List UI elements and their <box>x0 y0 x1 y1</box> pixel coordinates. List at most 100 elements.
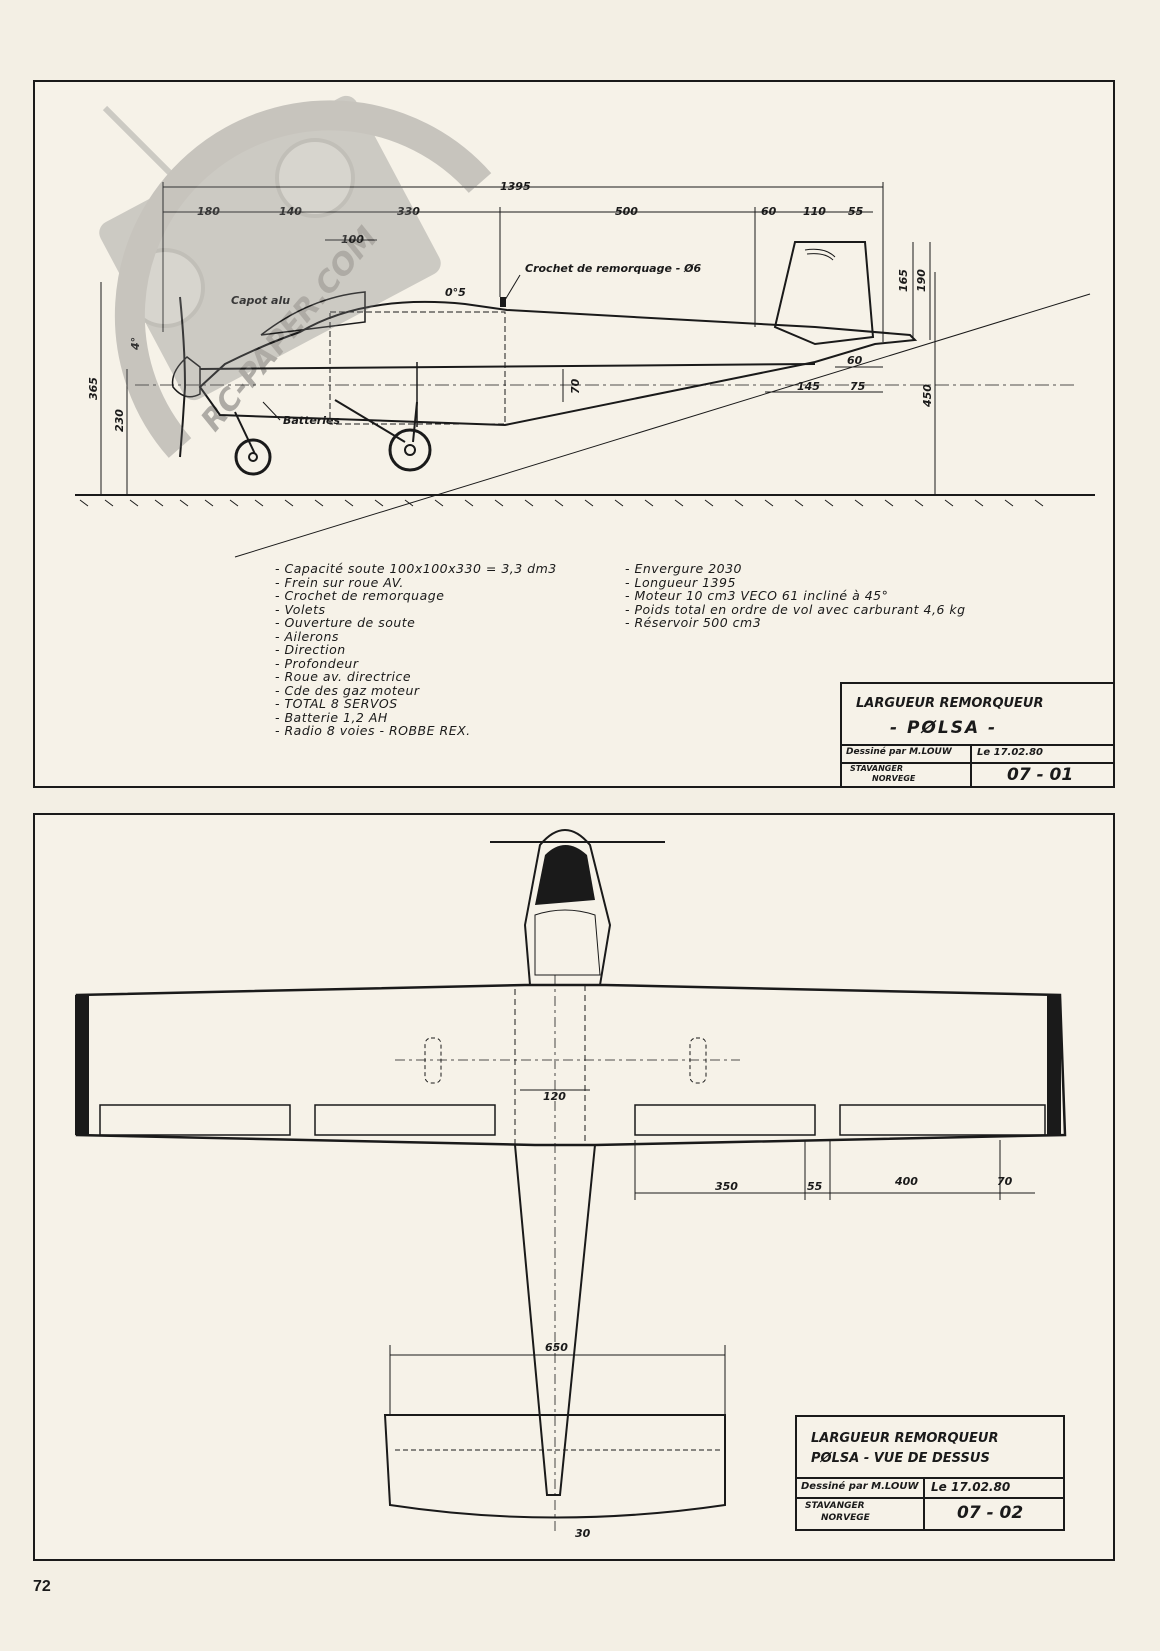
spinner <box>171 356 201 398</box>
dim-190: 190 <box>915 269 928 292</box>
note-item: Direction <box>275 643 557 657</box>
watermark-logo: RC-PAPER.COM <box>99 95 492 458</box>
fuselage-outline <box>198 300 918 427</box>
wingtip-right <box>1047 995 1061 1135</box>
title-line1: LARGUEUR REMORQUEUR <box>856 696 1044 711</box>
batteries-leader <box>262 401 281 421</box>
note-item: Batterie 1,2 AH <box>275 710 557 725</box>
dim-120: 120 <box>543 1090 566 1103</box>
wheel-outline-left <box>424 1037 442 1084</box>
aileron-right <box>839 1104 1046 1136</box>
location-line2: NORVEGE <box>872 774 916 783</box>
dim-70: 70 <box>569 378 582 394</box>
dim-230: 230 <box>113 409 126 432</box>
notes-left: Capacité soute 100x100x330 = 3,3 dm3 Fre… <box>275 562 557 738</box>
location-line1: STAVANGER <box>850 764 903 773</box>
note-item: Cde des gaz moteur <box>275 683 557 698</box>
drawn-by: Dessiné par M.LOUW <box>801 1481 919 1492</box>
dim-75: 75 <box>850 380 866 393</box>
dim-60-top: 60 <box>761 205 777 218</box>
fin-detail <box>804 248 836 261</box>
dim-165: 165 <box>897 269 910 292</box>
note-item: Réservoir 500 cm3 <box>625 616 966 630</box>
dim-60-tail: 60 <box>847 354 863 367</box>
dim-30: 30 <box>575 1527 591 1540</box>
flap-right <box>634 1104 816 1136</box>
sheet-number: 07 - 01 <box>1007 765 1074 785</box>
note-item: Moteur 10 cm3 VECO 61 incliné à 45° <box>625 589 966 603</box>
label-cowl: Capot alu <box>231 294 290 307</box>
title-line2: PØLSA - VUE DE DESSUS <box>811 1451 990 1466</box>
dim-180: 180 <box>197 205 220 218</box>
note-item: Volets <box>275 602 557 617</box>
dim-140: 140 <box>279 205 302 218</box>
nose-wheel <box>234 438 272 476</box>
canopy <box>260 291 366 336</box>
note-item: TOTAL 8 SERVOS <box>275 697 557 711</box>
wingtip-left <box>75 995 89 1135</box>
main-gear-legs <box>334 399 418 443</box>
dim-350: 350 <box>715 1180 738 1193</box>
canopy-top <box>534 909 601 976</box>
note-item: Envergure 2030 <box>625 562 966 576</box>
dim-365: 365 <box>87 377 100 400</box>
drawing-date: Le 17.02.80 <box>931 1480 1011 1494</box>
dim-angle-0: 0°5 <box>445 286 466 299</box>
top-cargo-bay <box>514 984 586 1146</box>
dim-70: 70 <box>997 1175 1013 1188</box>
top-view-panel: 120 350 55 400 70 650 30 LARGUEUR REMORQ… <box>33 813 1115 1561</box>
tow-hook <box>500 297 506 307</box>
ground-angle-line <box>234 293 1091 558</box>
dim-angle-4: 4° <box>129 337 142 351</box>
dim-500: 500 <box>615 205 638 218</box>
aileron-left <box>99 1104 291 1136</box>
note-item: Radio 8 voies - ROBBE REX. <box>275 724 557 738</box>
note-item: Ailerons <box>275 629 557 644</box>
dim-55: 55 <box>807 1180 823 1193</box>
note-item: Poids total en ordre de vol avec carbura… <box>625 602 966 617</box>
tow-hook-leader <box>504 274 521 301</box>
dim-450: 450 <box>921 384 934 408</box>
sheet-number: 07 - 02 <box>957 1503 1024 1523</box>
flap-left <box>314 1104 496 1136</box>
ground-hatching <box>79 499 1044 507</box>
label-batteries: Batteries <box>283 414 340 427</box>
note-item: Roue av. directrice <box>275 670 557 684</box>
propeller <box>179 296 187 458</box>
dim-100: 100 <box>341 233 364 246</box>
dim-overall-length: 1395 <box>500 180 531 193</box>
location-line1: STAVANGER <box>805 1501 865 1511</box>
note-item: Ouverture de soute <box>275 616 557 630</box>
title-block-side: LARGUEUR REMORQUEUR - PØLSA - Dessiné pa… <box>840 682 1115 788</box>
dim-145: 145 <box>797 380 820 393</box>
drawn-by: Dessiné par M.LOUW <box>846 747 952 757</box>
title-line2: - PØLSA - <box>890 718 998 738</box>
side-view-drawing: 1395 180 140 330 100 500 60 110 55 165 1… <box>75 180 1095 558</box>
title-line1: LARGUEUR REMORQUEUR <box>811 1431 999 1446</box>
note-item: Profondeur <box>275 656 557 671</box>
engine-block <box>535 845 595 905</box>
note-item: Crochet de remorquage <box>275 589 557 603</box>
dim-330: 330 <box>397 205 420 218</box>
note-item: Frein sur roue AV. <box>275 575 557 590</box>
top-view-drawing: 120 350 55 400 70 650 30 <box>75 829 1067 1540</box>
dim-55-top: 55 <box>848 205 864 218</box>
drawing-date: Le 17.02.80 <box>977 747 1043 758</box>
stabilizer <box>383 1414 726 1519</box>
location-line2: NORVEGE <box>821 1513 870 1523</box>
nose-gear-leg <box>234 411 256 455</box>
note-item: Longueur 1395 <box>625 575 966 590</box>
main-wheel <box>388 428 432 472</box>
title-block-top: LARGUEUR REMORQUEUR PØLSA - VUE DE DESSU… <box>795 1415 1065 1531</box>
tail-fin <box>773 241 875 346</box>
note-item: Capacité soute 100x100x330 = 3,3 dm3 <box>275 562 557 576</box>
side-view-panel: 1395 180 140 330 100 500 60 110 55 165 1… <box>33 80 1115 788</box>
wing-chord <box>199 363 816 370</box>
dim-650: 650 <box>545 1341 568 1354</box>
tail-boom <box>514 1144 596 1496</box>
wheel-outline-right <box>689 1037 707 1084</box>
notes-right: Envergure 2030 Longueur 1395 Moteur 10 c… <box>625 562 966 630</box>
dim-110: 110 <box>803 205 826 218</box>
dim-400: 400 <box>894 1175 918 1188</box>
main-wheel-hub <box>404 444 416 456</box>
